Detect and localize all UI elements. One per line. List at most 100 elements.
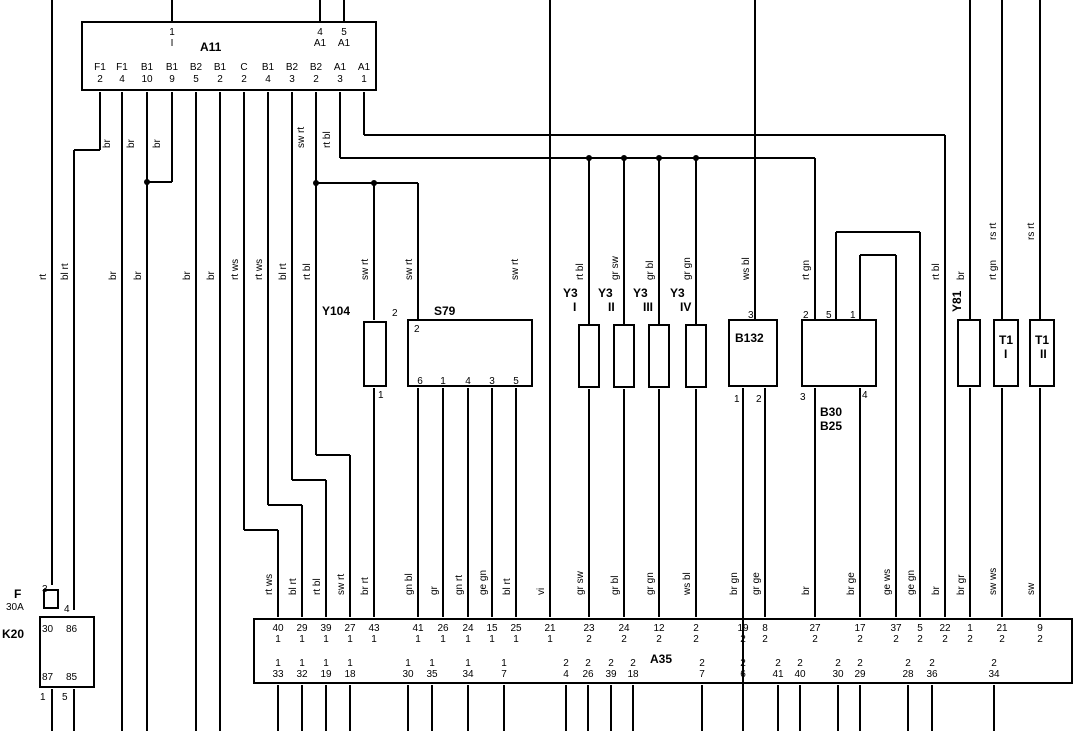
a35-top-pin-sub: 1 [371, 634, 377, 645]
a35-top-pin-number: 5 [917, 623, 923, 634]
wire-color-label: rt [38, 274, 49, 280]
k20-pin-number: 30 [42, 624, 54, 635]
wire-color-label: rt bl [931, 263, 942, 280]
a35-bottom-pin-sub: 18 [627, 669, 639, 680]
a35-bottom-pin-number: 1 [465, 658, 471, 669]
a11-bottom-pin-sub: 5 [193, 74, 199, 85]
a35-top-pin-number: 15 [486, 623, 498, 634]
wire-color-label: sw rt [360, 259, 371, 280]
a35-top-pin-number: 1 [967, 623, 973, 634]
a35-top-pin-number: 21 [544, 623, 556, 634]
a35-top-pin-group: 4012913912714314112612411512512112322421… [272, 623, 1043, 645]
wire-color-label: rt bl [322, 131, 333, 148]
wire-color-label: gr gn [645, 572, 656, 595]
wire-color-label: rs rt [988, 223, 999, 240]
wire-color-label: br [126, 138, 137, 148]
t1-1-sub: I [1004, 347, 1007, 361]
b30-pin-number: 2 [803, 310, 809, 321]
a11-top-pin-number: 5 [341, 27, 347, 38]
y3-3-label: Y3 [633, 286, 648, 300]
a35-top-pin-number: 27 [344, 623, 356, 634]
a35-bottom-pin-group: 1331321191181301351341724226239218272624… [272, 658, 1000, 680]
a35-bottom-pin-number: 2 [585, 658, 591, 669]
a11-bottom-pin-number: B1 [141, 62, 154, 73]
wire-color-label: rt ws [230, 259, 241, 280]
t1-2-sub: II [1040, 347, 1047, 361]
y3-3-sub: III [643, 300, 653, 314]
wire-color-label: gr ge [751, 572, 762, 595]
a35-bottom-pin-sub: 28 [902, 669, 914, 680]
a35-top-pin-number: 24 [462, 623, 474, 634]
a35-top-pin-number: 26 [437, 623, 449, 634]
k20-pin-number: 1 [40, 692, 46, 703]
y104-pin-number: 2 [392, 308, 398, 319]
a35-top-pin-number: 39 [320, 623, 332, 634]
a35-bottom-pin-sub: 18 [344, 669, 356, 680]
a35-top-pin-sub: 2 [1037, 634, 1043, 645]
a35-bottom-pin-sub: 32 [296, 669, 308, 680]
a35-bottom-pin-sub: 6 [740, 669, 746, 680]
a35-bottom-pin-sub: 39 [605, 669, 617, 680]
wire-color-label: bl rt [288, 578, 299, 595]
a35-top-pin-sub: 2 [740, 634, 746, 645]
wire-color-label: rt ws [254, 259, 265, 280]
y3-4-label: Y3 [670, 286, 685, 300]
wire-color-label: gr gn [682, 257, 693, 280]
wire-color-label: rt bl [575, 263, 586, 280]
wire-color-label: br [102, 138, 113, 148]
a35-label: A35 [650, 652, 672, 666]
y81-label: Y81 [950, 290, 964, 312]
a35-bottom-pin-number: 1 [347, 658, 353, 669]
a11-bottom-pin-number: A1 [334, 62, 347, 73]
a35-bottom-pin-sub: 30 [402, 669, 414, 680]
a35-top-pin-sub: 1 [440, 634, 446, 645]
y3-1-label: Y3 [563, 286, 578, 300]
wire-color-label: br [108, 270, 119, 280]
a35-bottom-pin-sub: 7 [699, 669, 705, 680]
a35-top-pin-sub: 1 [347, 634, 353, 645]
a11-bottom-pin-sub: 3 [289, 74, 295, 85]
b132-pin-number: 1 [734, 394, 740, 405]
k20-pin-number: 87 [42, 672, 54, 683]
a35-top-pin-number: 12 [653, 623, 665, 634]
b132-pin-number: 3 [748, 310, 754, 321]
a11-top-pin-sub: A1 [338, 38, 351, 49]
a35-top-pin-sub: 2 [967, 634, 973, 645]
a35-top-pin-sub: 2 [693, 634, 699, 645]
wire-color-label: ge ws [882, 569, 893, 595]
a11-bottom-pin-sub: 10 [141, 74, 153, 85]
a11-bottom-pin-sub: 2 [313, 74, 319, 85]
a35-bottom-pin-number: 1 [429, 658, 435, 669]
a35-top-pin-sub: 1 [489, 634, 495, 645]
wire-color-label: gr bl [610, 576, 621, 595]
wire-color-label: vi [536, 588, 547, 595]
a35-bottom-pin-sub: 40 [794, 669, 806, 680]
a35-bottom-pin-number: 1 [323, 658, 329, 669]
a35-bottom-pin-sub: 19 [320, 669, 332, 680]
a35-bottom-pin-sub: 33 [272, 669, 284, 680]
a11-bottom-pin-number: B1 [262, 62, 275, 73]
a35-top-pin-number: 41 [412, 623, 424, 634]
a35-top-pin-sub: 1 [323, 634, 329, 645]
a35-top-pin-sub: 2 [999, 634, 1005, 645]
a35-top-pin-number: 29 [296, 623, 308, 634]
a35-top-pin-number: 8 [762, 623, 768, 634]
a35-top-pin-sub: 2 [621, 634, 627, 645]
k20-pin-number: 86 [66, 624, 78, 635]
b30-pin-number: 1 [850, 310, 856, 321]
a11-top-pin-sub: A1 [314, 38, 327, 49]
wire-color-label: br gn [729, 572, 740, 595]
b30-label: B30 [820, 405, 842, 419]
a35-bottom-pin-number: 2 [835, 658, 841, 669]
wire-color-label: br [206, 270, 217, 280]
a35-bottom-pin-number: 2 [857, 658, 863, 669]
b132-pin-number: 2 [756, 394, 762, 405]
a35-bottom-pin-sub: 30 [832, 669, 844, 680]
a11-top-pin-sub: I [171, 38, 174, 49]
wire-color-label: ge gn [478, 570, 489, 595]
wire-color-label: gr sw [575, 570, 586, 595]
a35-top-pin-sub: 2 [917, 634, 923, 645]
a11-bottom-pin-sub: 3 [337, 74, 343, 85]
wire-color-label: br rt [360, 577, 371, 595]
s79-pin-number: 6 [417, 376, 423, 387]
